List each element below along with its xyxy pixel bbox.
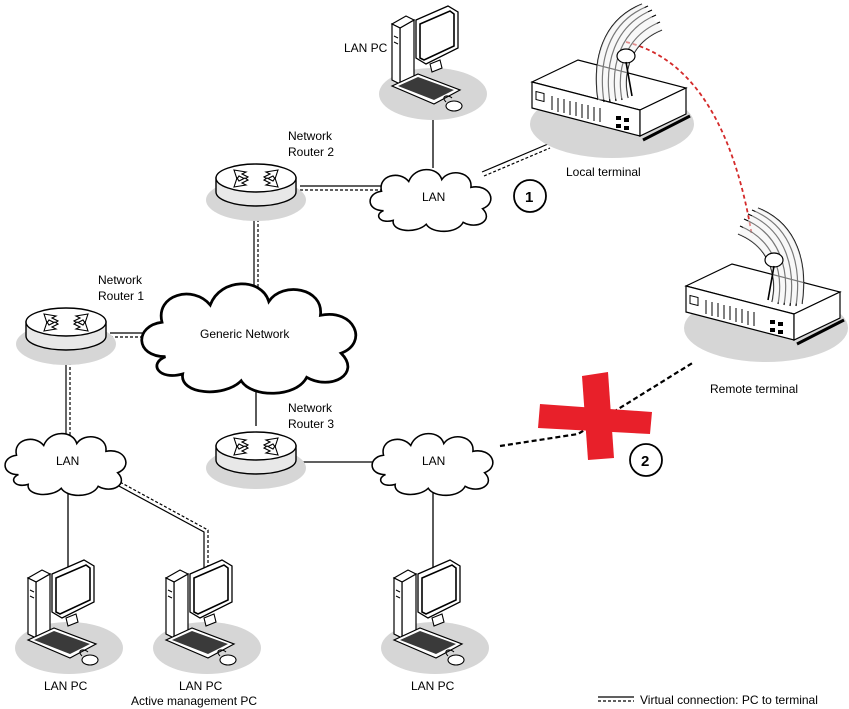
legend-text: Virtual connection: PC to terminal xyxy=(640,693,818,707)
router3-label-line2: Router 3 xyxy=(288,417,334,431)
link-lan-left-to-active-pc xyxy=(104,475,208,570)
router1-label-line2: Router 1 xyxy=(98,289,144,303)
lan-pc-top xyxy=(379,6,487,120)
network-router-3 xyxy=(206,432,306,489)
lan-pc-bottom-right xyxy=(381,560,489,674)
router3-label-line1: Network xyxy=(288,401,333,415)
legend: Virtual connection: PC to terminal xyxy=(598,693,818,707)
marker-1: 1 xyxy=(514,180,546,212)
router1-label-line1: Network xyxy=(98,273,143,287)
lan-left-label: LAN xyxy=(56,454,79,468)
router2-label-line1: Network xyxy=(288,129,333,143)
remote-terminal xyxy=(684,264,848,362)
lan-bottom-label: LAN xyxy=(422,454,445,468)
local-terminal-label: Local terminal xyxy=(566,165,641,179)
lan-pc-bottom-left xyxy=(15,560,123,674)
marker-2: 2 xyxy=(630,444,662,476)
link-lan-top-to-local-terminal xyxy=(482,144,550,176)
active-management-pc xyxy=(153,560,261,674)
generic-network-label: Generic Network xyxy=(200,327,290,341)
remote-terminal-label: Remote terminal xyxy=(710,382,798,396)
link-router2-to-generic xyxy=(254,214,258,292)
link-router2-to-lan-top xyxy=(300,186,390,190)
router2-label-line2: Router 2 xyxy=(288,145,334,159)
broken-link-x-icon xyxy=(538,372,652,460)
lan-pc-bottom-right-label: LAN PC xyxy=(411,679,455,693)
lan-pc-bottom-mid-label: LAN PC xyxy=(179,679,223,693)
link-router1-to-lan-left xyxy=(66,362,70,436)
network-router-1 xyxy=(16,308,116,365)
lan-pc-bottom-left-label: LAN PC xyxy=(44,679,88,693)
marker-2-label: 2 xyxy=(641,453,649,470)
network-router-2 xyxy=(206,164,306,221)
active-management-pc-label: Active management PC xyxy=(131,694,257,708)
marker-1-label: 1 xyxy=(525,189,533,206)
lan-pc-top-label: LAN PC xyxy=(344,41,388,55)
lan-top-label: LAN xyxy=(422,190,445,204)
